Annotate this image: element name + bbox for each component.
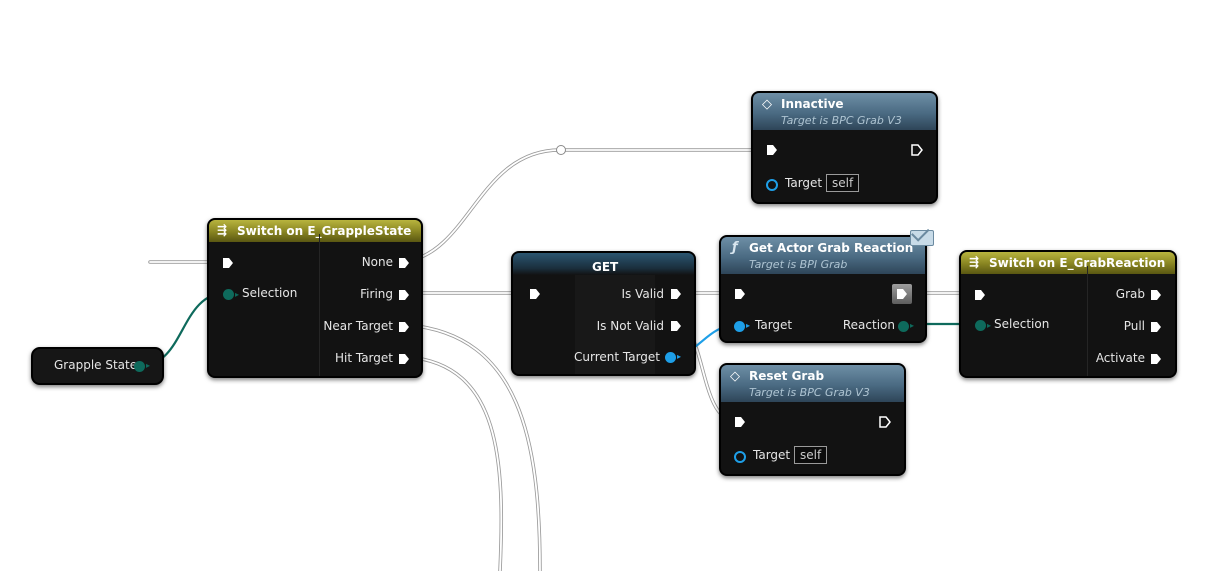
selection-pin[interactable] (223, 289, 234, 300)
reset-grab-subtitle: Target is BPC Grab V3 (749, 386, 870, 399)
message-envelope-icon (910, 230, 934, 246)
reaction-label: Reaction (842, 318, 895, 332)
output-none-label: None (361, 255, 393, 269)
target-pin[interactable] (734, 451, 746, 463)
get-actor-grab-reaction-node[interactable]: ƒ Get Actor Grab Reaction Target is BPI … (719, 235, 927, 343)
target-label: Target (755, 318, 793, 332)
switch-grab-reaction-node[interactable]: ⇶ Switch on E_GrabReaction ▸ Selection G… (959, 250, 1177, 378)
exec-input-pin[interactable] (734, 416, 746, 428)
output-hit-target-label: Hit Target (334, 351, 393, 365)
target-pin[interactable] (766, 179, 778, 191)
selection-label: Selection (242, 286, 298, 300)
output-activate-pin[interactable] (1150, 353, 1162, 365)
target-self-field[interactable]: self (826, 174, 860, 192)
wire-none-to-inactive (406, 148, 766, 263)
is-not-valid-pin[interactable] (670, 320, 682, 332)
wire-hittarget-down (406, 355, 504, 571)
event-diamond-icon: ◇ (762, 97, 772, 112)
current-target-pin[interactable] (665, 352, 676, 363)
switch-grapple-title: Switch on E_GrappleState (237, 224, 412, 238)
output-none-pin[interactable] (398, 257, 410, 269)
reset-grab-node[interactable]: ◇ Reset Grab Target is BPC Grab V3 Targe… (719, 363, 906, 476)
get-actor-grab-reaction-title: Get Actor Grab Reaction (749, 241, 914, 255)
reaction-pin-arrow-icon: ▸ (910, 321, 915, 330)
switch-grapple-header (209, 220, 421, 242)
current-target-label: Current Target (573, 350, 660, 364)
output-firing-pin[interactable] (398, 289, 410, 301)
output-grab-label: Grab (1115, 287, 1145, 301)
selection-pin-arrow-icon: ▸ (987, 321, 992, 330)
get-title: GET (592, 260, 619, 274)
switch-grab-reaction-header (961, 252, 1175, 274)
inactive-header (753, 93, 936, 130)
switch-icon: ⇶ (217, 223, 228, 237)
inactive-title: Innactive (781, 97, 844, 111)
output-firing-label: Firing (360, 287, 393, 301)
function-icon: ƒ (732, 240, 738, 255)
target-self-field[interactable]: self (794, 446, 828, 464)
output-hit-target-pin[interactable] (398, 353, 410, 365)
target-label: Target (785, 176, 823, 190)
exec-output-pin[interactable] (911, 144, 923, 156)
selection-label: Selection (994, 317, 1050, 331)
exec-output-arrow-icon (897, 289, 907, 299)
exec-input-pin[interactable] (734, 288, 746, 300)
exec-input-pin[interactable] (974, 289, 986, 301)
grapple-state-label: Grapple State (54, 358, 138, 372)
current-target-pin-arrow-icon: ▸ (677, 352, 682, 361)
output-near-target-pin[interactable] (398, 321, 410, 333)
grapple-state-output-pin[interactable] (134, 361, 145, 372)
switch-icon: ⇶ (969, 255, 980, 269)
inactive-node[interactable]: ◇ Innactive Target is BPC Grab V3 Target… (751, 91, 938, 204)
output-pull-pin[interactable] (1150, 321, 1162, 333)
exec-input-pin[interactable] (222, 257, 234, 269)
grapple-state-pin-arrow-icon: ▸ (146, 361, 151, 370)
switch-grapple-state-node[interactable]: ⇶ Switch on E_GrappleState ▸ Selection N… (207, 218, 423, 378)
grapple-state-variable-node[interactable]: Grapple State ▸ (31, 347, 164, 385)
get-actor-grab-reaction-subtitle: Target is BPI Grab (749, 258, 848, 271)
exec-input-pin[interactable] (766, 144, 778, 156)
exec-output-pin[interactable] (879, 416, 891, 428)
exec-input-pin[interactable] (529, 288, 541, 300)
inactive-subtitle: Target is BPC Grab V3 (781, 114, 902, 127)
output-grab-pin[interactable] (1150, 289, 1162, 301)
output-pull-label: Pull (1123, 319, 1145, 333)
target-pin-arrow-icon: ▸ (746, 321, 751, 330)
reaction-output-pin[interactable] (898, 321, 909, 332)
selection-pin-arrow-icon: ▸ (235, 290, 240, 299)
is-valid-pin[interactable] (670, 288, 682, 300)
selection-pin[interactable] (975, 320, 986, 331)
reroute-knot (556, 145, 566, 155)
target-label: Target (753, 448, 791, 462)
get-node[interactable]: GET Is Valid Is Not Valid Current Target… (511, 251, 696, 376)
switch-grab-reaction-title: Switch on E_GrabReaction (989, 256, 1166, 270)
output-activate-label: Activate (1095, 351, 1145, 365)
reset-grab-header (721, 365, 904, 402)
is-not-valid-label: Is Not Valid (596, 319, 664, 333)
output-near-target-label: Near Target (323, 319, 393, 333)
is-valid-label: Is Valid (621, 287, 664, 301)
event-diamond-icon: ◇ (730, 369, 740, 384)
reset-grab-title: Reset Grab (749, 369, 825, 383)
target-pin[interactable] (734, 321, 745, 332)
